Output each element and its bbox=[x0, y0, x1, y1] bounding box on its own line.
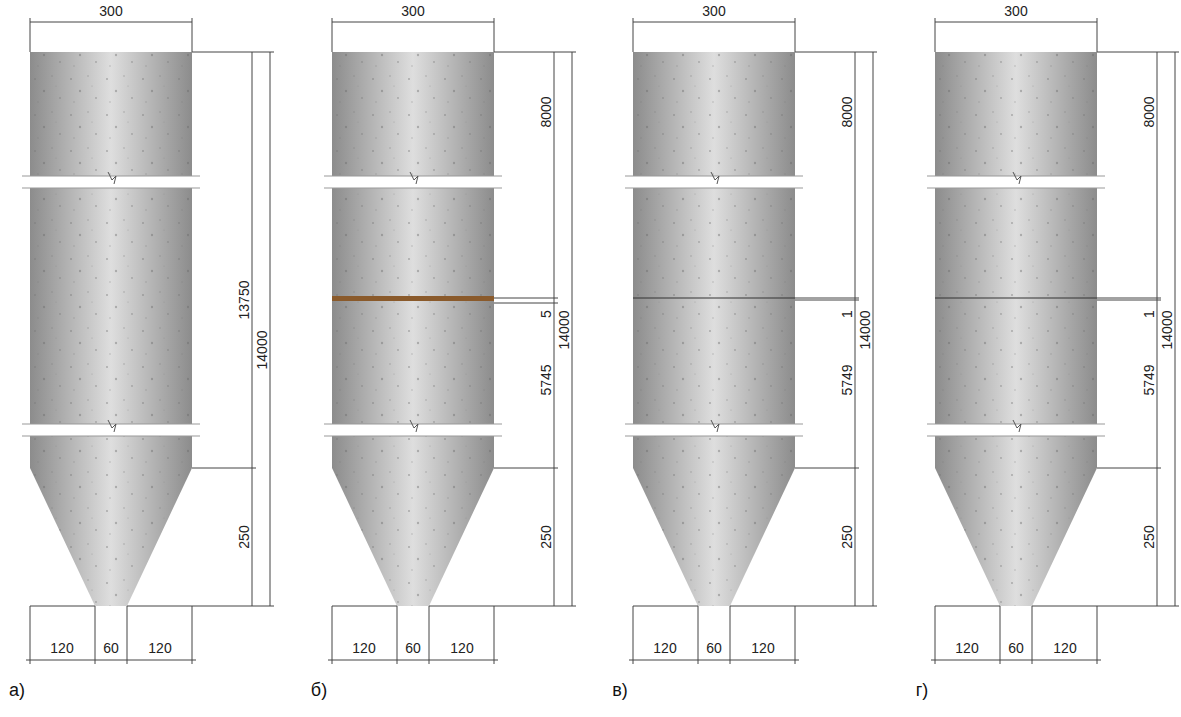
dimension: 120 bbox=[352, 641, 375, 655]
dimension: 14000 bbox=[1160, 311, 1174, 350]
dimension: 60 bbox=[1008, 641, 1024, 655]
dimension: 250 bbox=[539, 525, 553, 548]
figure-letter: а) bbox=[9, 681, 25, 699]
specimen-a bbox=[22, 18, 274, 664]
dimension: 120 bbox=[653, 641, 676, 655]
dimension: 250 bbox=[1142, 525, 1156, 548]
dimension: 60 bbox=[405, 641, 421, 655]
dimension: 8000 bbox=[539, 96, 553, 127]
dimension: 120 bbox=[1053, 641, 1076, 655]
dimension: 1 bbox=[1142, 310, 1156, 318]
dimension: 8000 bbox=[840, 96, 854, 127]
joint-line bbox=[935, 297, 1097, 298]
dimension: 120 bbox=[148, 641, 171, 655]
dimension: 5745 bbox=[539, 364, 553, 395]
dimension: 120 bbox=[751, 641, 774, 655]
dimension: 5749 bbox=[840, 364, 854, 395]
specimen-v bbox=[625, 18, 877, 664]
dimension: 5 bbox=[539, 310, 553, 318]
figure-letter: г) bbox=[916, 681, 929, 699]
specimen-g bbox=[927, 18, 1179, 664]
dimension: 8000 bbox=[1142, 96, 1156, 127]
dimension: 300 bbox=[99, 4, 122, 18]
dimension: 1 bbox=[840, 310, 854, 318]
dimension: 300 bbox=[401, 4, 424, 18]
figure-letter: в) bbox=[612, 681, 628, 699]
specimen-b bbox=[324, 18, 576, 664]
dimension: 250 bbox=[237, 525, 251, 548]
figure-letter: б) bbox=[311, 681, 327, 699]
dimension: 60 bbox=[706, 641, 722, 655]
dimension: 300 bbox=[1004, 4, 1027, 18]
dimension: 120 bbox=[50, 641, 73, 655]
dimension: 120 bbox=[450, 641, 473, 655]
dimension: 60 bbox=[103, 641, 119, 655]
dimension: 120 bbox=[955, 641, 978, 655]
dimension: 13750 bbox=[237, 281, 251, 320]
dimension: 300 bbox=[702, 4, 725, 18]
dimension: 14000 bbox=[557, 311, 571, 350]
extension-lines bbox=[494, 298, 1161, 303]
dimension: 14000 bbox=[255, 331, 269, 370]
dimension: 14000 bbox=[858, 311, 872, 350]
dimension: 250 bbox=[840, 525, 854, 548]
dimension: 5749 bbox=[1142, 364, 1156, 395]
joint-layer bbox=[332, 296, 494, 301]
joint-line bbox=[633, 297, 795, 298]
